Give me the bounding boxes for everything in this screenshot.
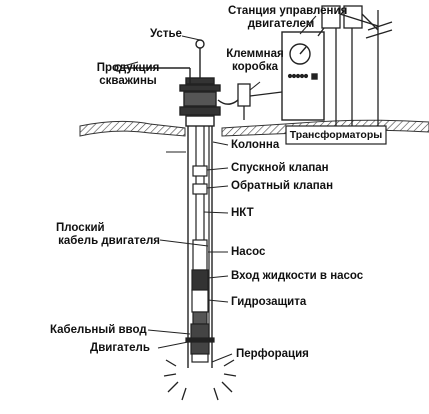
label-station: Станция управления двигателем [228,5,348,31]
label-dvigatel: Двигатель [90,342,150,354]
label-transformers: Трансформаторы [289,129,383,141]
leader-lines [123,15,317,363]
pump [191,239,209,291]
label-nkt: НКТ [231,207,254,219]
label-obratny-klapan: Обратный клапан [231,180,334,192]
label-product-line1: Продукция [96,62,160,74]
perforation-burst [163,359,237,401]
label-perforatsiya: Перфорация [236,348,309,360]
label-gidrozashita: Гидрозащита [231,296,307,308]
label-terminal-line1: Клеммная [226,48,284,60]
label-terminal-box: Клеммная коробка [222,48,288,74]
control-station [281,31,325,121]
label-kolonna: Колонна [231,139,280,151]
label-product: Продукция скважины [92,62,164,88]
wellhead [114,39,243,127]
transformers [317,5,393,132]
label-vhod-zhidkosti: Вход жидкости в насос [231,270,364,282]
protector [191,289,209,325]
label-terminal-line2: коробка [232,61,278,73]
label-kabelny-vvod: Кабельный ввод [50,324,147,336]
label-spusknoy-klapan: Спускной клапан [231,162,329,174]
label-cable-line1: Плоский [56,222,105,234]
tubing [192,126,208,240]
label-ustye: Устье [150,28,182,40]
motor [185,323,215,363]
label-flat-cable: Плоский кабель двигателя [38,222,160,248]
transformers-label-frame [285,125,387,145]
label-cable-line2: кабель двигателя [58,235,160,247]
label-product-line2: скважины [99,75,157,87]
casing [187,126,213,368]
label-station-line2: двигателем [247,18,315,30]
label-station-line1: Станция управления [228,5,348,17]
terminal-box [237,83,283,120]
label-nasos: Насос [231,246,266,258]
